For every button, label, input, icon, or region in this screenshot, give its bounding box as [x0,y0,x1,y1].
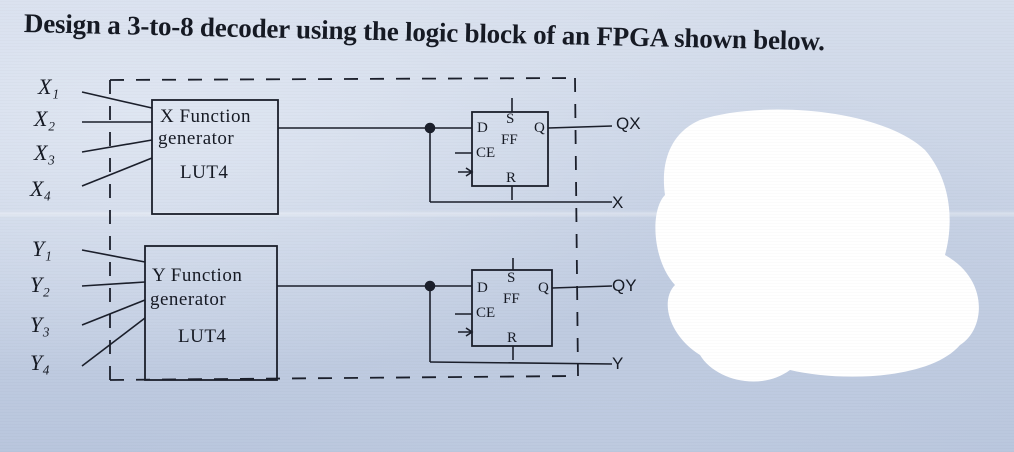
input-x4: X₄ [30,176,52,201]
ff2-ff-label: FF [503,291,520,307]
y-function-generator-box [144,245,278,381]
y-block-line2: generator [150,289,227,310]
ff1-ce-label: CE [476,145,496,161]
ff1-r-label: R [506,170,517,186]
input-y3: Y₃ [30,312,50,337]
ff2-ce-label: CE [476,305,496,321]
ff2-d-label: D [477,280,488,296]
x-block-line1: X Function [160,106,252,127]
x-input-wires [81,91,153,187]
input-x1: X₁ [38,74,60,99]
input-y4: Y₄ [30,350,50,375]
input-x2: X₂ [34,106,56,131]
input-x3: X₃ [34,140,56,165]
x-block-line3: LUT4 [180,162,229,183]
y-block-line1: Y Function [152,265,243,286]
output-y: Y [612,354,624,373]
x-block-line2: generator [158,128,235,149]
ff2-s-label: S [507,270,516,286]
ff2-q-label: Q [538,280,549,296]
x-function-generator-box [151,99,279,215]
redaction-blob [655,109,979,382]
input-y1: Y₁ [32,236,52,261]
y-block-line3: LUT4 [178,326,227,347]
x-output-path [278,122,612,203]
ff2-r-label: R [507,330,518,346]
ff1-q-label: Q [534,120,545,136]
y-input-wires [81,249,146,367]
output-qx: QX [616,114,641,133]
x-flip-flop [455,98,613,200]
y-output-path [277,280,613,365]
output-qy: QY [612,276,637,295]
input-y2: Y₂ [30,272,50,297]
output-x: X [612,193,624,212]
ff1-d-label: D [477,120,488,136]
y-flip-flop [455,258,613,360]
ff1-ff-label: FF [501,132,518,148]
ff1-s-label: S [506,111,515,127]
